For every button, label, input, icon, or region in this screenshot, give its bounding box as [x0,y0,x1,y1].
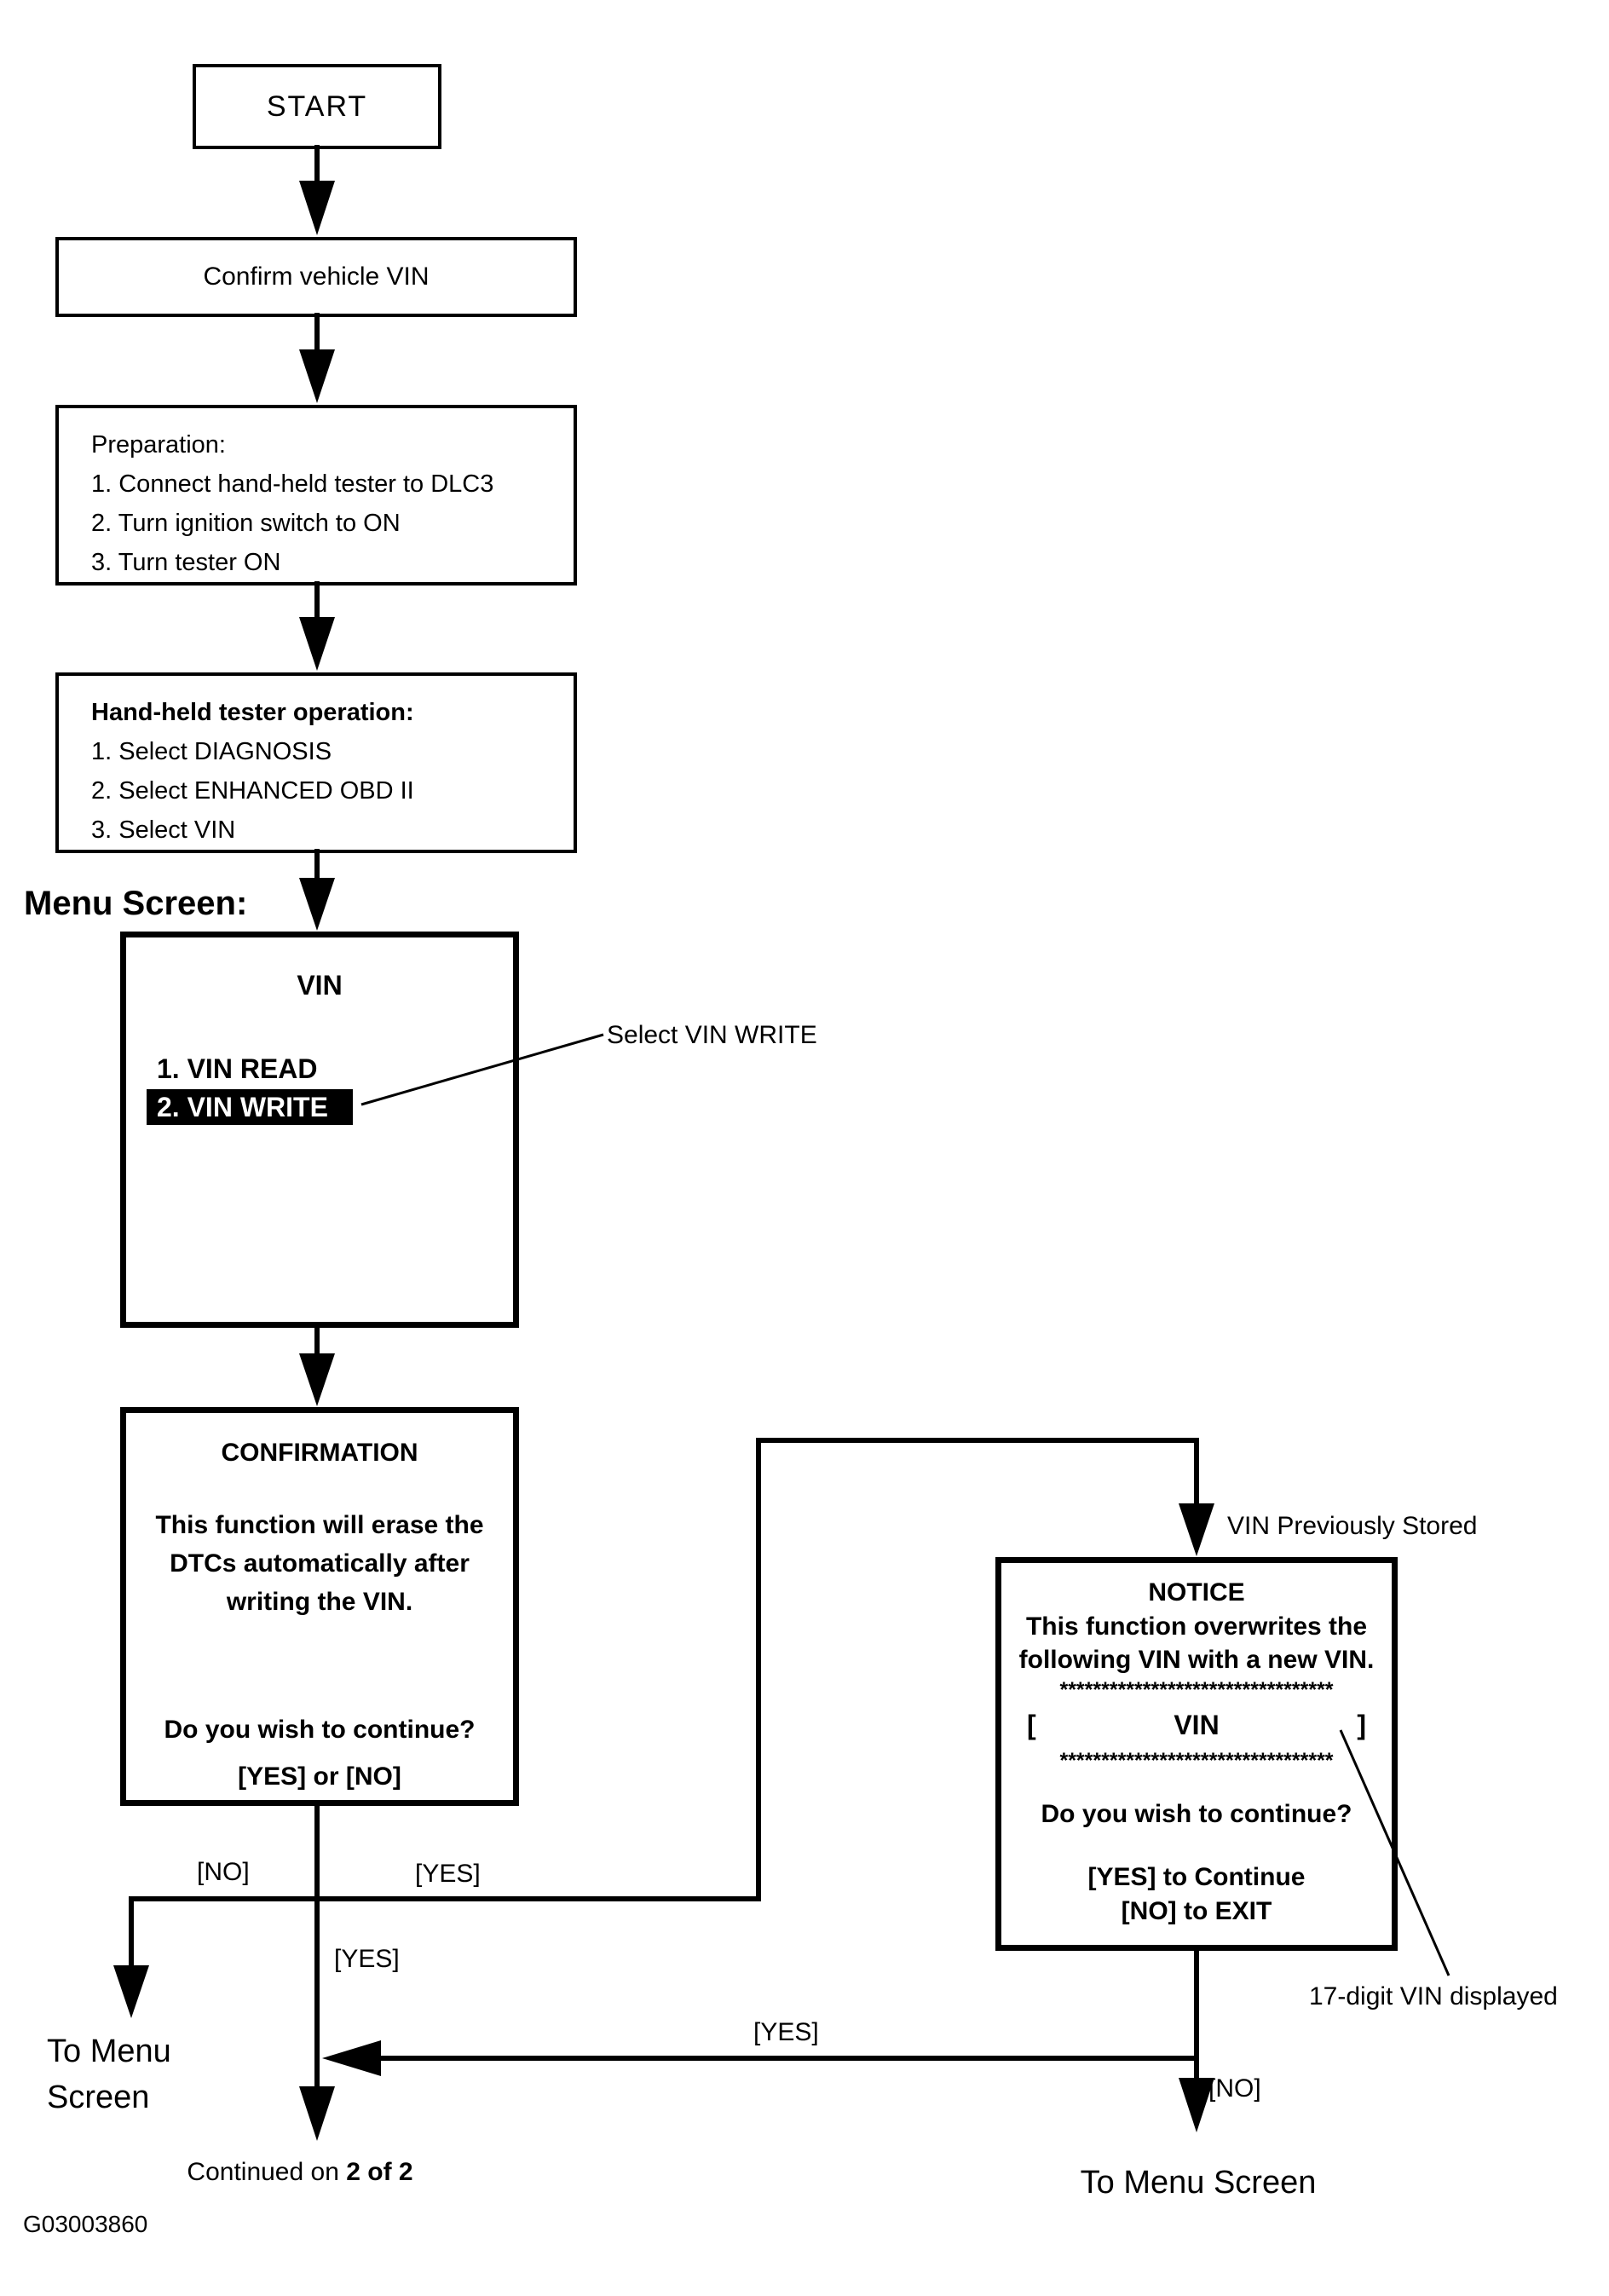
edge-label-yes-return: [YES] [753,2018,819,2046]
edge-label-yes-down: [YES] [334,1945,400,1973]
preparation-step: 3. Turn tester ON [91,549,281,576]
arrow-confirm-to-preparation [299,313,335,403]
annotation-select-vin-write: Select VIN WRITE [607,1021,817,1049]
arrow-start-to-confirm [299,145,335,235]
tester-operation-step: 1. Select DIAGNOSIS [91,738,332,765]
exit-continued: Continued on 2 of 2 [187,2156,412,2189]
arrow-notice-to-menu-right [1179,1947,1214,2132]
continued-prefix: Continued on [187,2158,339,2186]
confirmation-body-line: This function will erase the [155,1511,484,1539]
notice-question: Do you wish to continue? [1041,1800,1352,1828]
confirmation-title: CONFIRMATION [221,1439,418,1467]
node-notice: NOTICE This function overwrites the foll… [995,1557,1398,1951]
confirmation-question: Do you wish to continue? [164,1716,476,1744]
notice-bracket-close: ] [1357,1710,1366,1740]
node-vin-menu: VIN 1. VIN READ 2. VIN WRITE [120,932,519,1328]
edge-label-yes-right: [YES] [415,1860,481,1888]
notice-body-line: following VIN with a new VIN. [1018,1646,1375,1674]
menu-screen-label: Menu Screen: [24,885,248,922]
arrow-no-to-menu-left [113,1896,149,2018]
tester-operation-step: 2. Select ENHANCED OBD II [91,777,414,805]
arrow-preparation-to-tester [299,581,335,671]
notice-stars-row: ********************************* [1059,1749,1334,1773]
exit-to-menu-left-line2: Screen [47,2080,150,2115]
notice-vin-placeholder: VIN [1174,1710,1220,1740]
preparation-step: 2. Turn ignition switch to ON [91,510,401,537]
node-preparation: Preparation: 1. Connect hand-held tester… [55,405,577,586]
node-confirm-vin: Confirm vehicle VIN [55,237,577,317]
notice-stars-row: ********************************* [1059,1678,1334,1702]
node-tester-operation: Hand-held tester operation: 1. Select DI… [55,672,577,853]
preparation-title: Preparation: [91,431,226,459]
edge-label-no-notice: [NO] [1208,2074,1261,2103]
exit-to-menu-screen-left: To Menu Screen [47,2028,171,2120]
start-label: START [266,89,368,123]
notice-bracket-open: [ [1027,1710,1036,1740]
confirm-vin-label: Confirm vehicle VIN [203,262,430,291]
continued-page-ref: 2 of 2 [346,2158,413,2186]
confirmation-options: [YES] or [NO] [238,1762,401,1791]
annotation-17-digit-vin: 17-digit VIN displayed [1309,1982,1558,2010]
node-confirmation: CONFIRMATION This function will erase th… [120,1407,519,1806]
vin-menu-item-read[interactable]: 1. VIN READ [157,1053,318,1084]
tester-operation-title: Hand-held tester operation: [91,699,414,726]
exit-to-menu-left-line1: To Menu [47,2034,171,2069]
notice-body-line: This function overwrites the [1025,1612,1368,1641]
exit-to-menu-screen-right: To Menu Screen [1080,2165,1317,2201]
tester-operation-step: 3. Select VIN [91,816,236,844]
confirmation-body-line: DTCs automatically after [170,1549,470,1578]
figure-id: G03003860 [23,2211,148,2237]
notice-option-no: [NO] to EXIT [1121,1897,1272,1925]
node-start: START [193,64,441,149]
annotation-vin-previously-stored: VIN Previously Stored [1227,1512,1478,1540]
vin-menu-title: VIN [297,970,343,1001]
arrow-confirmation-to-continued [299,1802,335,2141]
vin-menu-item-write-highlighted[interactable]: 2. VIN WRITE [147,1089,353,1125]
arrow-vin-menu-to-confirmation [299,1324,335,1406]
preparation-step: 1. Connect hand-held tester to DLC3 [91,470,494,498]
notice-title: NOTICE [1148,1578,1245,1607]
confirmation-body-line: writing the VIN. [226,1588,413,1616]
notice-option-yes: [YES] to Continue [1087,1863,1306,1891]
notice-vin-field: [ VIN ] [1001,1710,1392,1741]
edge-label-no-left: [NO] [197,1858,250,1886]
arrow-tester-to-vin-menu [299,849,335,931]
